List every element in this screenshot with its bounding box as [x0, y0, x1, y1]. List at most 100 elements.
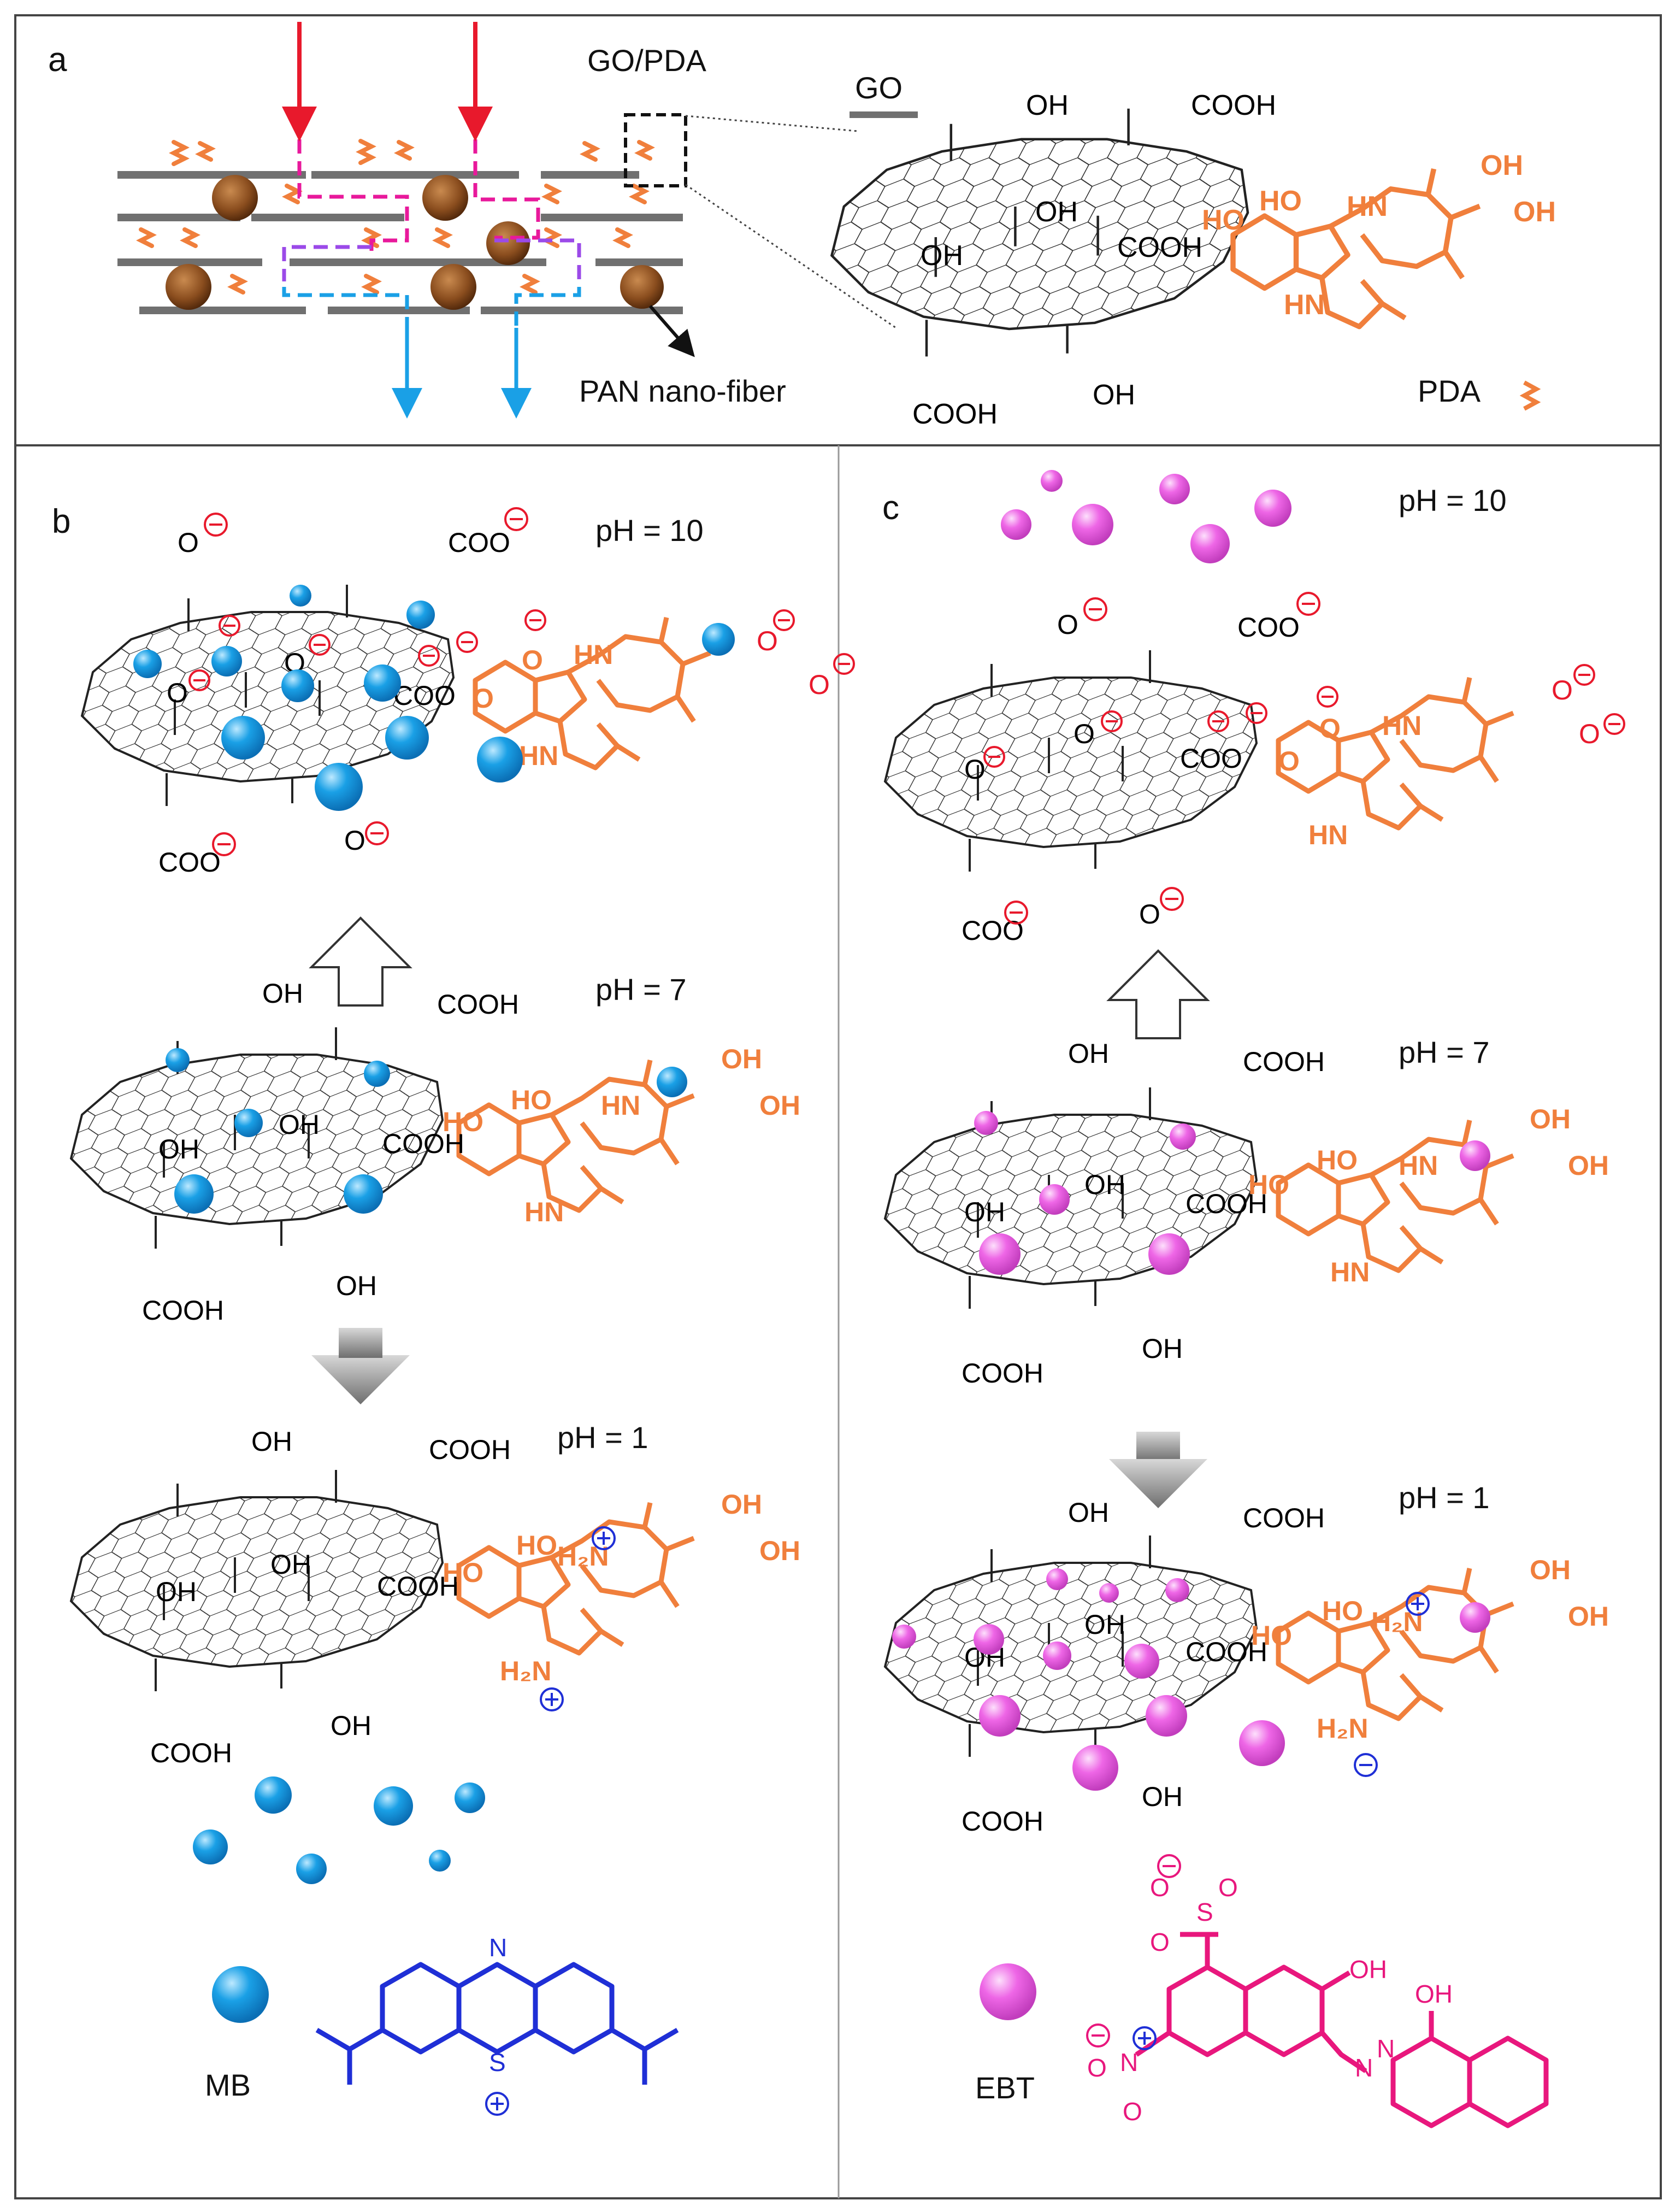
svg-text:O: O — [1579, 719, 1600, 749]
pan-fiber-2 — [422, 175, 468, 221]
mb-legend-sphere — [212, 1966, 269, 2023]
svg-text:COOH: COOH — [962, 1358, 1043, 1389]
svg-text:COOH: COOH — [1186, 1189, 1267, 1219]
go-pda-label: GO/PDA — [587, 43, 706, 78]
svg-text:COO: COO — [158, 847, 221, 878]
svg-text:COO: COO — [962, 915, 1024, 946]
svg-text:HO: HO — [1251, 1620, 1292, 1651]
svg-text:HN: HN — [1399, 1150, 1438, 1181]
mb-label: MB — [205, 2068, 251, 2102]
pda-b-ph1 — [459, 1503, 694, 1653]
svg-text:COOH: COOH — [150, 1738, 232, 1768]
arrow-up-b — [309, 916, 412, 1007]
svg-text:COOH: COOH — [912, 398, 998, 430]
svg-text:OH: OH — [759, 1090, 800, 1121]
svg-text:OH: OH — [1349, 1955, 1387, 1984]
svg-text:HN: HN — [519, 740, 558, 771]
ebt-dyes-c-ph10-free — [1001, 470, 1291, 563]
arrow-down-b — [311, 1355, 410, 1404]
svg-text:HO: HO — [511, 1085, 552, 1115]
svg-text:O: O — [1150, 1928, 1170, 1956]
svg-text:OH: OH — [1084, 1609, 1125, 1640]
svg-text:H₂N: H₂N — [557, 1541, 609, 1572]
svg-text:O: O — [1218, 1873, 1238, 1902]
svg-text:O: O — [1319, 713, 1341, 744]
svg-text:OH: OH — [262, 978, 303, 1009]
svg-text:O: O — [1123, 2097, 1142, 2126]
svg-text:COOH: COOH — [437, 989, 519, 1020]
svg-text:O: O — [522, 645, 543, 675]
svg-text:HN: HN — [1382, 710, 1422, 741]
svg-text:O: O — [1139, 899, 1160, 929]
ebt-legend-sphere — [980, 1963, 1036, 2020]
svg-text:COOH: COOH — [382, 1128, 464, 1159]
svg-text:OH: OH — [721, 1044, 762, 1074]
groups-c-ph1: OH COOH OH OH COOH COOH OH HO HO H₂N H₂N… — [962, 1497, 1609, 1837]
ebt-nitro-positive — [1133, 2026, 1157, 2050]
go-label: GO — [855, 70, 903, 105]
svg-text:H₂N: H₂N — [500, 1656, 551, 1686]
svg-text:HN: HN — [601, 1090, 640, 1121]
svg-text:OH: OH — [270, 1549, 311, 1580]
svg-text:HN: HN — [524, 1197, 564, 1227]
mb-n-atom: N — [489, 1933, 507, 1962]
mb-dyes-b-ph7 — [166, 1048, 687, 1214]
groups-b-ph1: OH COOH OH OH COOH COOH OH HO HO H₂N H₂N… — [150, 1426, 800, 1768]
svg-text:OH: OH — [279, 1109, 320, 1140]
svg-text:O: O — [344, 825, 365, 856]
pda-c-ph1 — [1278, 1568, 1513, 1719]
svg-text:H₂N: H₂N — [1371, 1607, 1423, 1637]
ebt-charges — [1086, 1854, 1181, 2048]
svg-text:COOH: COOH — [1243, 1046, 1325, 1077]
ph10-label-b: pH = 10 — [595, 513, 704, 548]
svg-text:H₂N: H₂N — [1317, 1713, 1368, 1744]
panel-label-b: b — [52, 503, 70, 540]
ph7-label-c: pH = 7 — [1399, 1035, 1490, 1069]
svg-text:HO: HO — [443, 1557, 483, 1588]
svg-text:OH: OH — [1481, 150, 1523, 181]
svg-text:HN: HN — [1284, 289, 1325, 321]
svg-text:O: O — [473, 683, 494, 714]
svg-text:O: O — [964, 754, 986, 785]
ph1-label-b: pH = 1 — [557, 1420, 648, 1455]
svg-text:OH: OH — [1513, 196, 1556, 228]
svg-text:COOH: COOH — [1186, 1637, 1267, 1667]
svg-text:COOH: COOH — [962, 1806, 1043, 1837]
ebt-dyes-c-ph1 — [892, 1568, 1490, 1791]
svg-text:OH: OH — [1568, 1601, 1609, 1632]
ebt-atoms: S O O O OH OH N N N O O — [1087, 1873, 1453, 2126]
svg-text:OH: OH — [1530, 1104, 1571, 1134]
svg-text:O: O — [1552, 675, 1573, 705]
negative-charges-b-ph10 — [188, 507, 855, 856]
pan-fiber-4 — [166, 264, 211, 310]
svg-text:O: O — [1057, 609, 1078, 640]
svg-text:COOH: COOH — [377, 1571, 459, 1602]
negative-charges-c-ph10 — [983, 592, 1625, 925]
svg-text:COO: COO — [393, 680, 456, 711]
go-zoom-groups: OH COOH OH OH COOH COOH OH — [912, 90, 1276, 430]
pan-fiber-3 — [486, 221, 530, 265]
arrow-down-c — [1109, 1459, 1207, 1508]
svg-text:HN: HN — [1330, 1257, 1370, 1287]
svg-text:O: O — [1278, 746, 1300, 776]
pda-label: PDA — [1418, 374, 1481, 408]
svg-text:S: S — [1196, 1898, 1213, 1926]
svg-text:COOH: COOH — [429, 1434, 511, 1465]
svg-text:N: N — [1120, 2048, 1138, 2076]
svg-text:OH: OH — [1084, 1169, 1125, 1200]
svg-text:O: O — [167, 678, 188, 708]
svg-text:O: O — [1087, 2054, 1107, 2082]
pda-c-ph10 — [1278, 678, 1513, 828]
svg-text:COOH: COOH — [1243, 1503, 1325, 1533]
panel-c: c pH = 10 O COO O O COO COO O HN HN O O … — [882, 470, 1625, 2128]
positive-charges-b-ph1 — [540, 1526, 616, 1711]
svg-text:O: O — [757, 626, 778, 656]
groups-c-ph10: O COO O O COO COO O HN HN O O O O — [962, 609, 1600, 946]
mb-structure — [315, 1962, 679, 2085]
svg-text:HO: HO — [1317, 1145, 1358, 1175]
svg-text:COO: COO — [1237, 612, 1300, 643]
groups-c-ph7: OH COOH OH OH COOH COOH OH HO HO HN HN O… — [962, 1038, 1609, 1389]
svg-text:OH: OH — [331, 1710, 371, 1741]
mb-dyes-b-ph10 — [133, 585, 735, 811]
